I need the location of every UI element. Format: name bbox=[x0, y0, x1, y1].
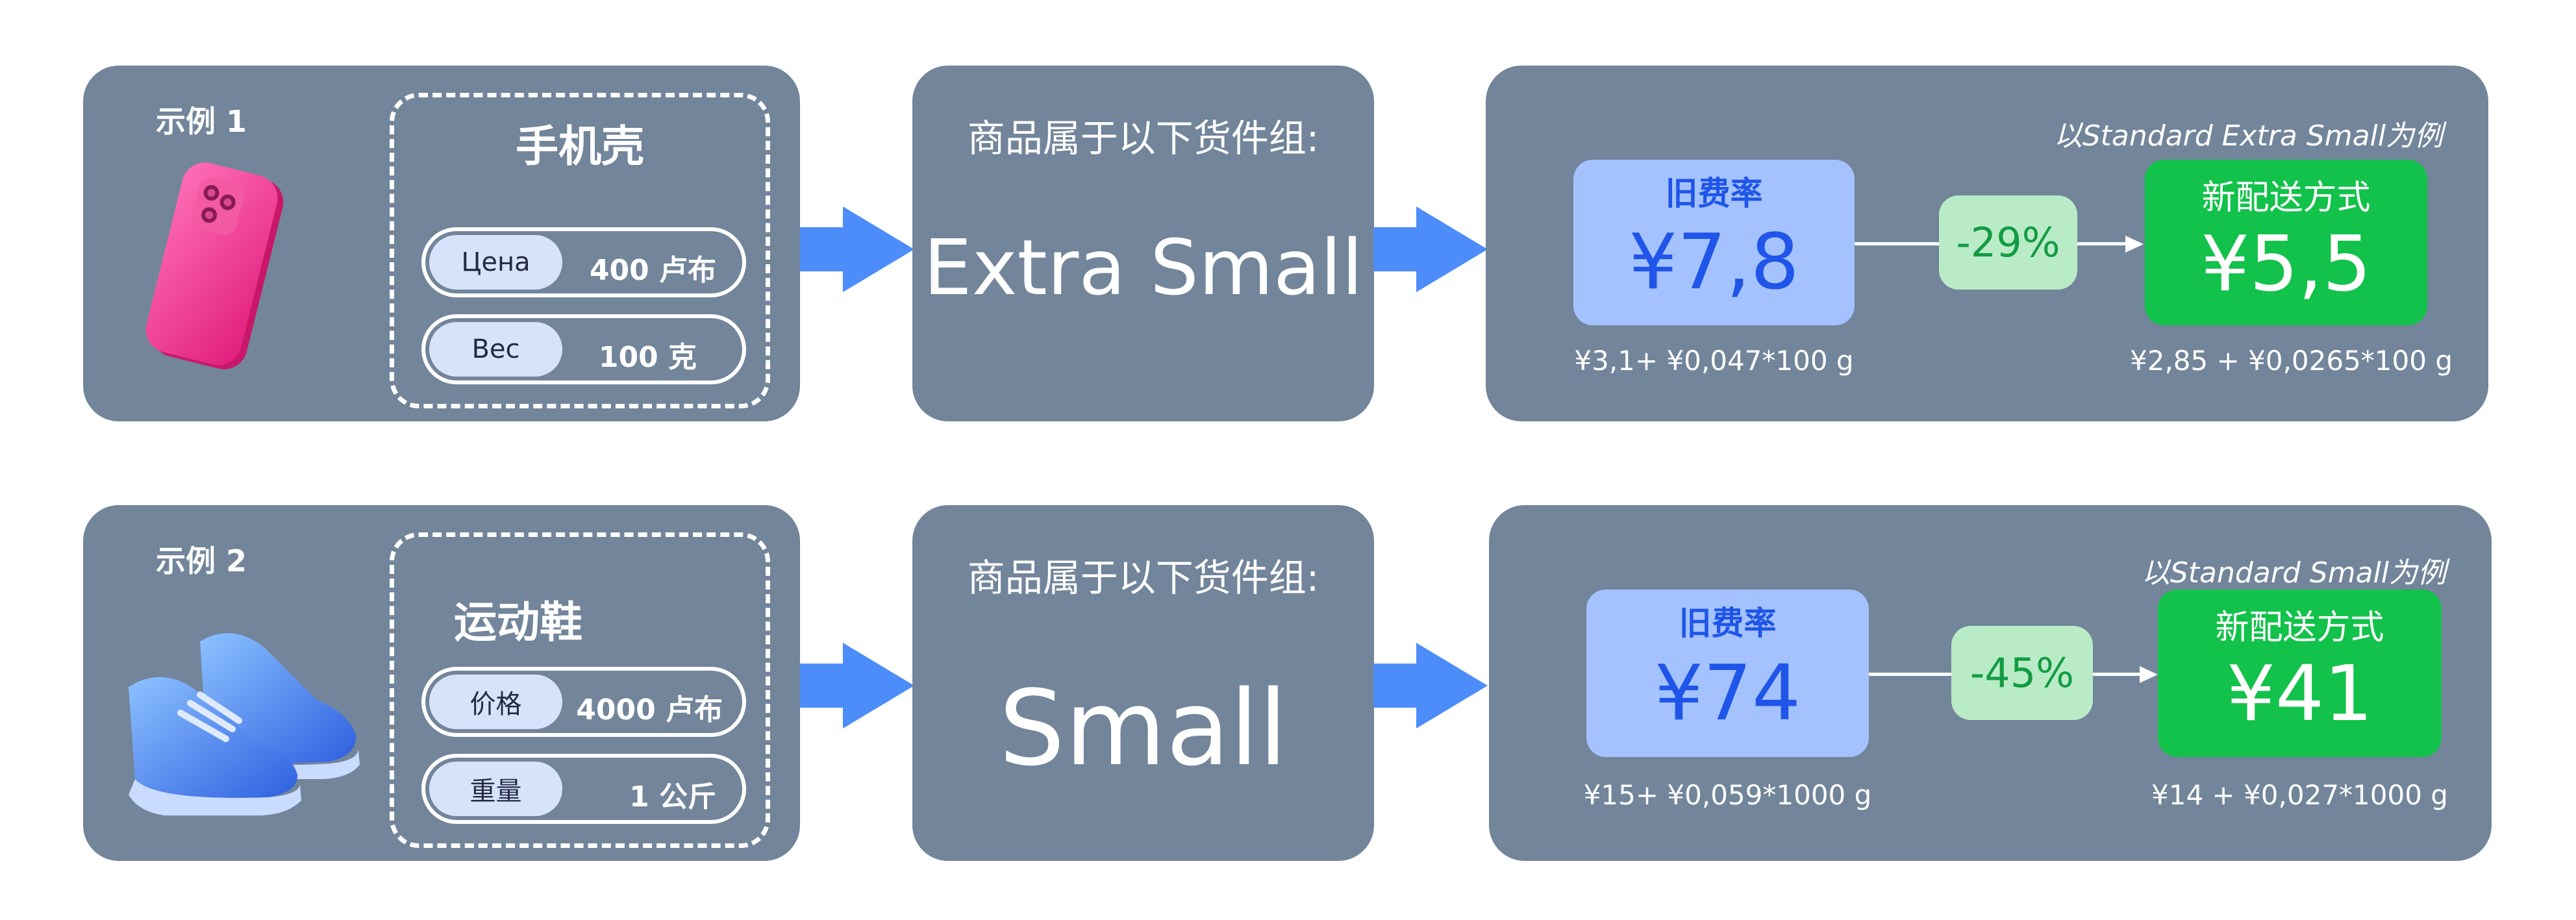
example-label: 示例 2 bbox=[156, 543, 247, 578]
old-rate-label: 旧费率 bbox=[1679, 604, 1777, 642]
new-rate-box: 新配送方式 ¥41 bbox=[2158, 590, 2442, 757]
attribute-value: 100 克 bbox=[598, 341, 697, 374]
old-rate-formula: ¥3,1+ ¥0,047*100 g bbox=[1574, 345, 1854, 377]
example-1-rate-card: 以Standard Extra Small为例 旧费率 ¥7,8 ¥3,1+ ¥… bbox=[1486, 66, 2488, 421]
attribute-key: 价格 bbox=[429, 675, 562, 729]
old-rate-value: ¥74 bbox=[1654, 648, 1801, 738]
old-rate-box: 旧费率 ¥74 bbox=[1586, 590, 1869, 757]
phone-case-icon bbox=[145, 162, 284, 369]
old-rate-value: ¥7,8 bbox=[1629, 217, 1799, 306]
product-name: 运动鞋 bbox=[454, 597, 582, 647]
connector-line bbox=[1855, 242, 1965, 245]
old-rate-formula: ¥15+ ¥0,059*1000 g bbox=[1583, 779, 1872, 811]
arrow-right-icon bbox=[1373, 643, 1488, 728]
new-rate-label: 新配送方式 bbox=[2215, 608, 2384, 647]
rate-change-badge: -45% bbox=[1951, 626, 2093, 720]
attribute-value: 400 卢布 bbox=[589, 254, 716, 287]
old-rate-box: 旧费率 ¥7,8 bbox=[1573, 160, 1855, 325]
new-rate-value: ¥5,5 bbox=[2201, 219, 2371, 308]
new-rate-value: ¥41 bbox=[2226, 649, 2373, 738]
attribute-value: 4000 卢布 bbox=[576, 693, 723, 727]
belongs-text: 商品属于以下货件组: bbox=[967, 116, 1319, 160]
example-1-group-card: 商品属于以下货件组: Extra Small bbox=[912, 66, 1374, 421]
new-rate-formula: ¥2,85 + ¥0,0265*100 g bbox=[2130, 345, 2453, 377]
arrow-right-icon bbox=[1373, 206, 1488, 292]
attribute-pill-price: Цена 400 卢布 bbox=[421, 227, 746, 297]
rate-caption: 以Standard Small为例 bbox=[2141, 556, 2446, 590]
rate-change-badge: -29% bbox=[1939, 195, 2077, 290]
new-rate-label: 新配送方式 bbox=[2201, 179, 2371, 218]
new-rate-box: 新配送方式 ¥5,5 bbox=[2145, 160, 2427, 325]
example-2-product-card: 示例 2 运动鞋 价格 4000 卢布 重量 1 公斤 bbox=[83, 505, 800, 861]
product-spec-box: 手机壳 Цена 400 卢布 Вес 100 克 bbox=[390, 93, 770, 408]
arrowhead-icon bbox=[2125, 236, 2144, 253]
attribute-pill-weight: 重量 1 公斤 bbox=[421, 754, 746, 824]
arrow-right-icon bbox=[800, 643, 914, 728]
connector-line bbox=[2093, 673, 2145, 676]
arrow-right-icon bbox=[800, 206, 914, 292]
sneakers-icon bbox=[129, 633, 360, 815]
rate-caption: 以Standard Extra Small为例 bbox=[2053, 119, 2443, 153]
example-1-product-card: 示例 1 手机壳 Цена 400 卢布 Вес 100 克 bbox=[83, 66, 800, 421]
attribute-pill-price: 价格 4000 卢布 bbox=[421, 667, 746, 737]
attribute-value: 1 公斤 bbox=[629, 780, 716, 814]
old-rate-label: 旧费率 bbox=[1665, 175, 1763, 212]
product-spec-box: 运动鞋 价格 4000 卢布 重量 1 公斤 bbox=[390, 532, 770, 848]
new-rate-formula: ¥14 + ¥0,027*1000 g bbox=[2151, 779, 2448, 811]
belongs-text: 商品属于以下货件组: bbox=[967, 556, 1319, 600]
attribute-key: Цена bbox=[429, 235, 562, 290]
attribute-key: Вес bbox=[429, 322, 562, 377]
shipment-group: Extra Small bbox=[923, 223, 1363, 312]
attribute-key: 重量 bbox=[429, 762, 562, 816]
product-name: 手机壳 bbox=[516, 121, 644, 171]
connector-line bbox=[2077, 242, 2131, 245]
connector-line bbox=[1869, 673, 1953, 676]
example-2-rate-card: 以Standard Small为例 旧费率 ¥74 ¥15+ ¥0,059*10… bbox=[1489, 505, 2492, 861]
shipment-group: Small bbox=[999, 667, 1288, 789]
example-label: 示例 1 bbox=[156, 104, 247, 139]
example-2-group-card: 商品属于以下货件组: Small bbox=[912, 505, 1374, 861]
arrowhead-icon bbox=[2140, 666, 2158, 683]
attribute-pill-weight: Вес 100 克 bbox=[421, 314, 746, 384]
